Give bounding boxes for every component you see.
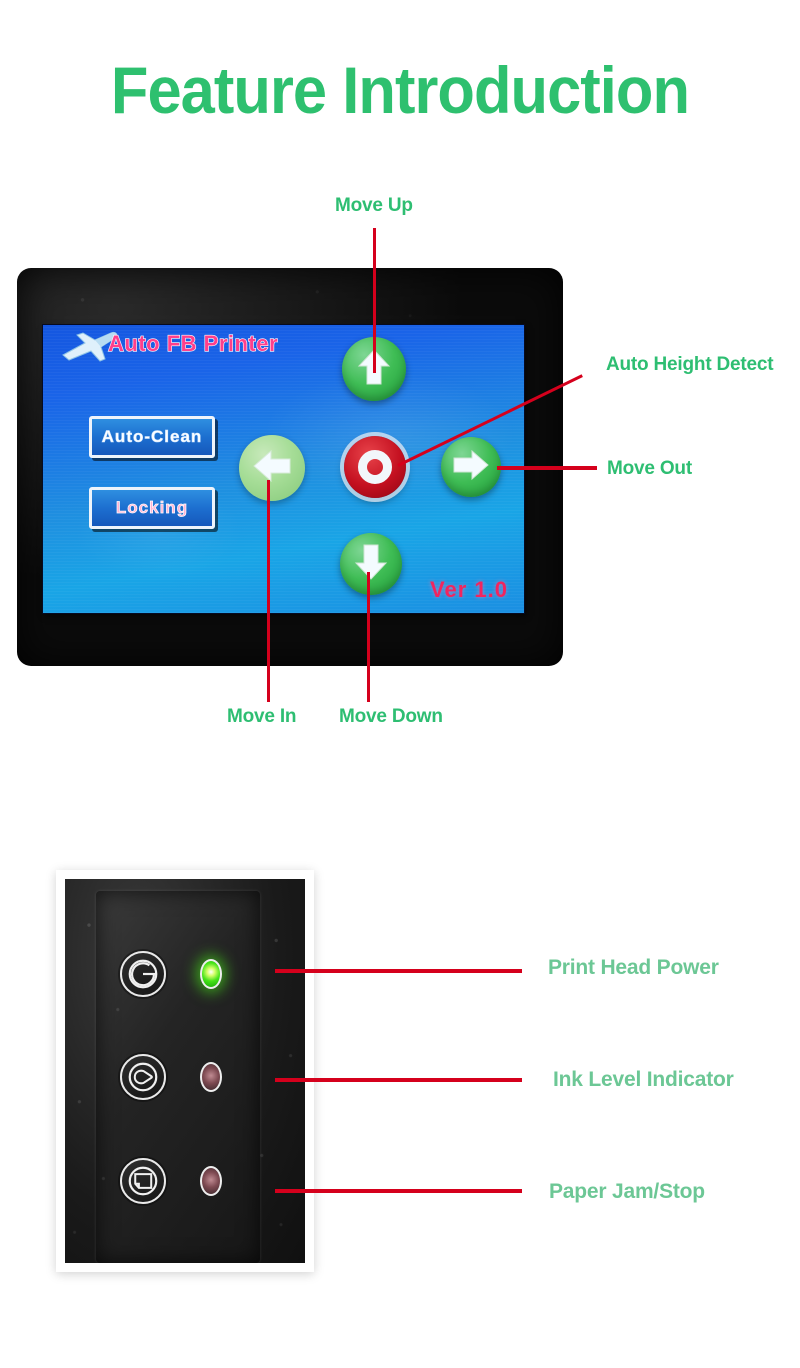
callout-paper-jam-stop: Paper Jam/Stop: [549, 1180, 705, 1203]
callout-auto-height-detect: Auto Height Detect: [606, 354, 774, 375]
callout-move-down: Move Down: [339, 706, 443, 727]
callout-move-in: Move In: [227, 706, 297, 727]
callout-print-head-power: Print Head Power: [548, 956, 719, 979]
move-out-button[interactable]: [441, 437, 501, 497]
version-label: Ver 1.0: [430, 577, 508, 602]
move-in-button[interactable]: [239, 435, 305, 501]
leader-move-down: [367, 572, 370, 702]
auto-height-detect-button[interactable]: [344, 436, 406, 498]
leader-print-head-power: [275, 969, 522, 973]
power-button[interactable]: [120, 951, 166, 997]
leader-paper-jam-stop: [275, 1189, 522, 1193]
airplane-icon: [59, 329, 121, 363]
print-head-power-led: [200, 959, 222, 989]
paper-button[interactable]: [120, 1158, 166, 1204]
leader-move-up: [373, 228, 376, 373]
arrow-right-icon: [452, 449, 490, 486]
locking-button[interactable]: Locking: [89, 487, 215, 529]
move-down-button[interactable]: [340, 533, 402, 595]
callout-move-up: Move Up: [335, 195, 413, 216]
control-panel-photo: [56, 870, 314, 1272]
leader-move-in: [267, 480, 270, 702]
callout-move-out: Move Out: [607, 458, 692, 479]
ink-level-led: [200, 1062, 222, 1092]
leader-ink-level-indicator: [275, 1078, 522, 1082]
ink-button[interactable]: [120, 1054, 166, 1100]
control-panel-strip: [96, 891, 260, 1263]
arrow-left-icon: [252, 449, 292, 488]
leader-move-out: [497, 466, 597, 470]
paper-jam-led: [200, 1166, 222, 1196]
arrow-down-icon: [354, 543, 388, 586]
callout-ink-level-indicator: Ink Level Indicator: [553, 1068, 734, 1091]
lcd-screen-title: Auto FB Printer: [107, 330, 279, 356]
auto-clean-button[interactable]: Auto-Clean: [89, 416, 215, 458]
page-title: Feature Introduction: [110, 53, 690, 127]
lcd-screen: Auto FB Printer Auto-Clean Locking: [43, 325, 524, 613]
stop-circle-icon: [358, 450, 392, 484]
control-panel-body: [65, 879, 305, 1263]
